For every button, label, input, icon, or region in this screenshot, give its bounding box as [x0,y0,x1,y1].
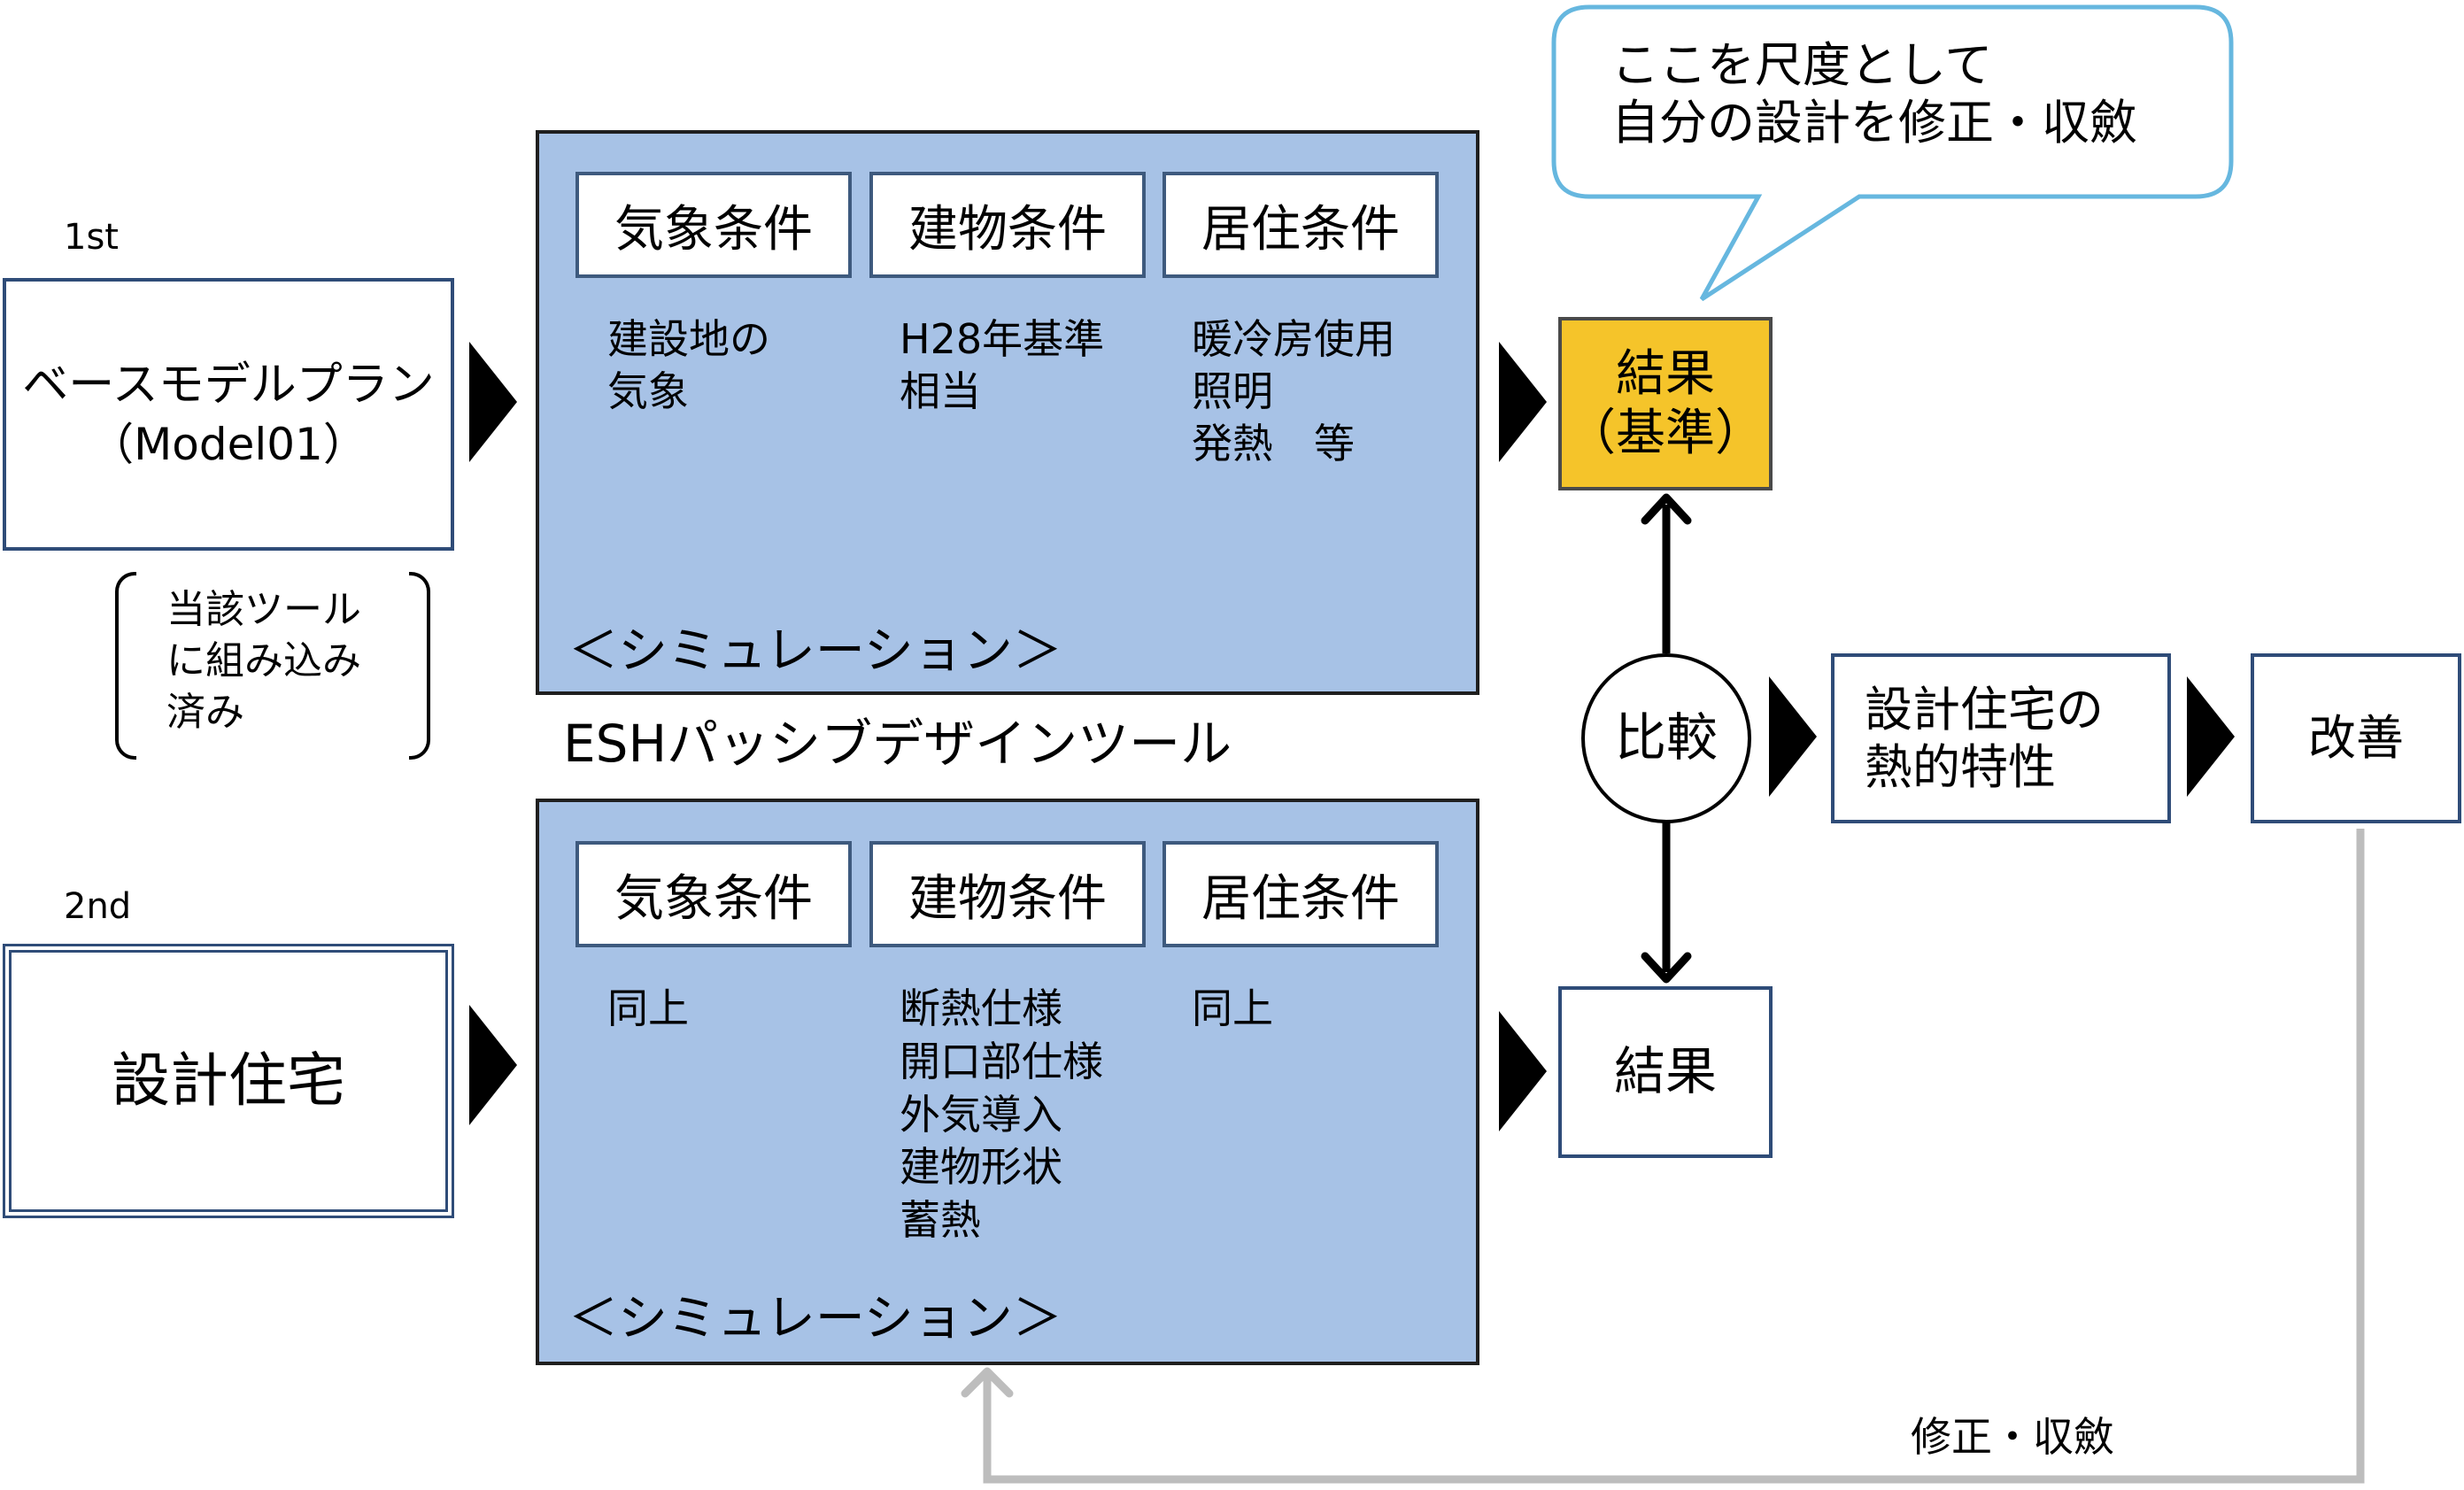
result-reference-line-1: 結果 [1616,344,1715,403]
sim-bottom-occupancy-line-1: 同上 [1192,984,1273,1032]
sim-bottom-building-line-3: 外気導入 [900,1090,1062,1139]
arrowhead-to-sim-bottom [469,1005,517,1125]
result-box: 結果 [1558,986,1773,1158]
thermal-line-2: 熱的特性 [1865,738,2056,795]
design-house-box: 設計住宅 [3,944,454,1218]
sim-top-weather-line-2: 気象 [607,367,689,415]
note-left-bracket [115,572,136,760]
sim-top-col-building: H28年基準 相当 [900,313,1104,418]
improve-label: 改善 [2308,709,2404,766]
arrowhead-to-improve [2187,676,2235,797]
sim-top-building-line-2: 相当 [900,367,981,415]
tag-occupancy-bottom: 居住条件 [1162,841,1439,947]
tag-occupancy-bottom-label: 居住条件 [1201,869,1400,928]
improve-box: 改善 [2251,653,2461,823]
note-line-1: 当該ツール [166,587,361,632]
compare-circle: 比較 [1581,653,1751,823]
arrowhead-to-result-ref [1499,342,1547,462]
callout-text: ここを尺度として 自分の設計を修正・収斂 [1611,37,2137,152]
result-label: 結果 [1613,1041,1717,1102]
tag-weather-bottom-label: 気象条件 [614,869,813,928]
tag-weather-bottom: 気象条件 [575,841,852,947]
sim-bottom-weather-line-1: 同上 [607,984,689,1032]
callout-line-1: ここを尺度として [1611,37,1993,93]
sim-bottom-col-weather: 同上 [607,983,689,1035]
sim-top-occupancy-line-1: 暖冷房使用 [1192,315,1395,363]
tag-building-top-label: 建物条件 [908,200,1107,259]
note-line-3: 済み [166,690,244,736]
sim-top-col-weather: 建設地の 気象 [607,313,770,418]
second-label: 2nd [64,886,132,927]
thermal-line-1: 設計住宅の [1865,682,2104,737]
first-label: 1st [64,217,119,258]
sim-bottom-label: ＜シミュレーション＞ [568,1290,1062,1347]
sim-bottom-building-line-4: 建物形状 [900,1143,1062,1192]
sim-bottom-building-line-5: 蓄熱 [900,1196,981,1245]
note-right-bracket [409,572,430,760]
tag-building-top: 建物条件 [869,172,1146,278]
tag-occupancy-top: 居住条件 [1162,172,1439,278]
tag-building-bottom: 建物条件 [869,841,1146,947]
feedback-arrowhead [961,1367,1014,1398]
callout-bubble [1551,4,2234,302]
tool-name: ESHパッシブデザインツール [563,714,1232,774]
sim-bottom-col-occupancy: 同上 [1192,983,1273,1035]
base-model-plan-subtitle: （Model01） [89,419,367,471]
tag-building-bottom-label: 建物条件 [908,869,1107,928]
feedback-line [983,829,2365,1484]
sim-top-occupancy-line-3: 発熱 等 [1192,419,1355,467]
compare-up-head [1641,493,1692,525]
arrowhead-to-thermal [1769,676,1817,797]
result-reference-line-2: （基準） [1566,405,1765,462]
note-line-2: に組み込み [166,638,361,684]
base-model-plan-box: ベースモデルプラン （Model01） [3,278,454,551]
sim-top-weather-line-1: 建設地の [607,315,770,363]
arrowhead-to-sim-top [469,342,517,462]
tag-weather-top-label: 気象条件 [614,200,813,259]
arrowhead-to-result [1499,1011,1547,1131]
feedback-label: 修正・収斂 [1911,1413,2114,1461]
result-reference-box: 結果 （基準） [1558,317,1773,490]
sim-bottom-building-line-1: 断熱仕様 [900,984,1062,1032]
tag-occupancy-top-label: 居住条件 [1201,200,1400,259]
sim-top-col-occupancy: 暖冷房使用 照明 発熱 等 [1192,313,1395,470]
sim-top-occupancy-line-2: 照明 [1192,367,1273,415]
sim-bottom-building-line-2: 開口部仕様 [900,1037,1103,1085]
sim-top-building-line-1: H28年基準 [900,315,1105,363]
callout-line-2: 自分の設計を修正・収斂 [1611,94,2137,151]
design-house-label: 設計住宅 [112,1046,345,1116]
compare-down-head [1641,952,1692,984]
sim-bottom-col-building: 断熱仕様 開口部仕様 外気導入 建物形状 蓄熱 [900,983,1103,1247]
compare-label: 比較 [1614,707,1718,768]
thermal-characteristics-box: 設計住宅の 熱的特性 [1831,653,2171,823]
note-text: 当該ツール に組み込み 済み [166,584,361,738]
sim-top-label: ＜シミュレーション＞ [568,622,1062,680]
base-model-plan-title: ベースモデルプラン [22,358,435,412]
tag-weather-top: 気象条件 [575,172,852,278]
